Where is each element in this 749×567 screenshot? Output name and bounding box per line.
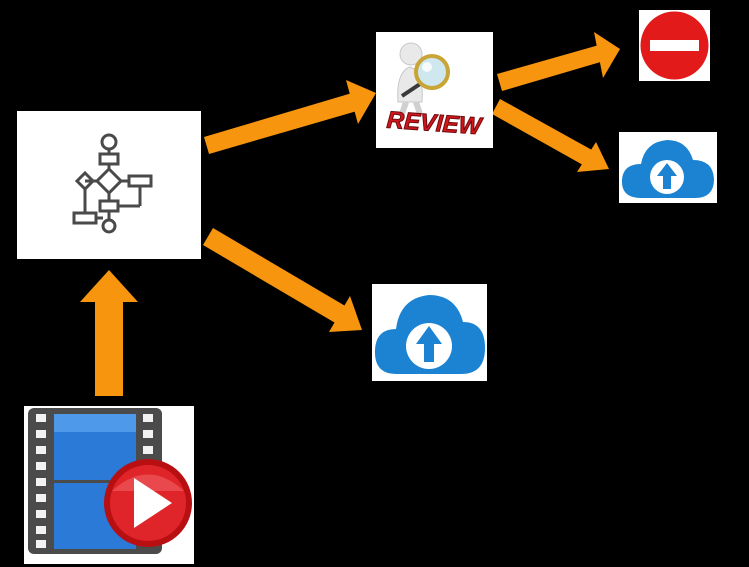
- arrow-review-to-upload: [492, 99, 609, 172]
- arrow-video-to-workflow: [80, 270, 138, 396]
- no-entry-icon: [640, 11, 709, 80]
- workflow-node[interactable]: [17, 111, 201, 259]
- arrow-workflow-to-upload: [203, 228, 362, 332]
- review-node[interactable]: REVIEW: [376, 32, 493, 148]
- arrow-workflow-to-review: [204, 80, 376, 154]
- review-label: REVIEW: [386, 107, 485, 141]
- arrow-review-to-reject: [497, 32, 620, 91]
- upload-after-review-node[interactable]: [619, 132, 717, 203]
- review-magnifier-icon: REVIEW: [385, 42, 485, 141]
- video-node[interactable]: [24, 406, 194, 564]
- cloud-upload-icon: [621, 140, 714, 198]
- video-play-icon: [28, 408, 192, 554]
- flowchart-icon: [72, 133, 153, 234]
- cloud-upload-icon: [374, 295, 485, 374]
- reject-node[interactable]: [639, 10, 710, 81]
- upload-direct-node[interactable]: [372, 284, 487, 381]
